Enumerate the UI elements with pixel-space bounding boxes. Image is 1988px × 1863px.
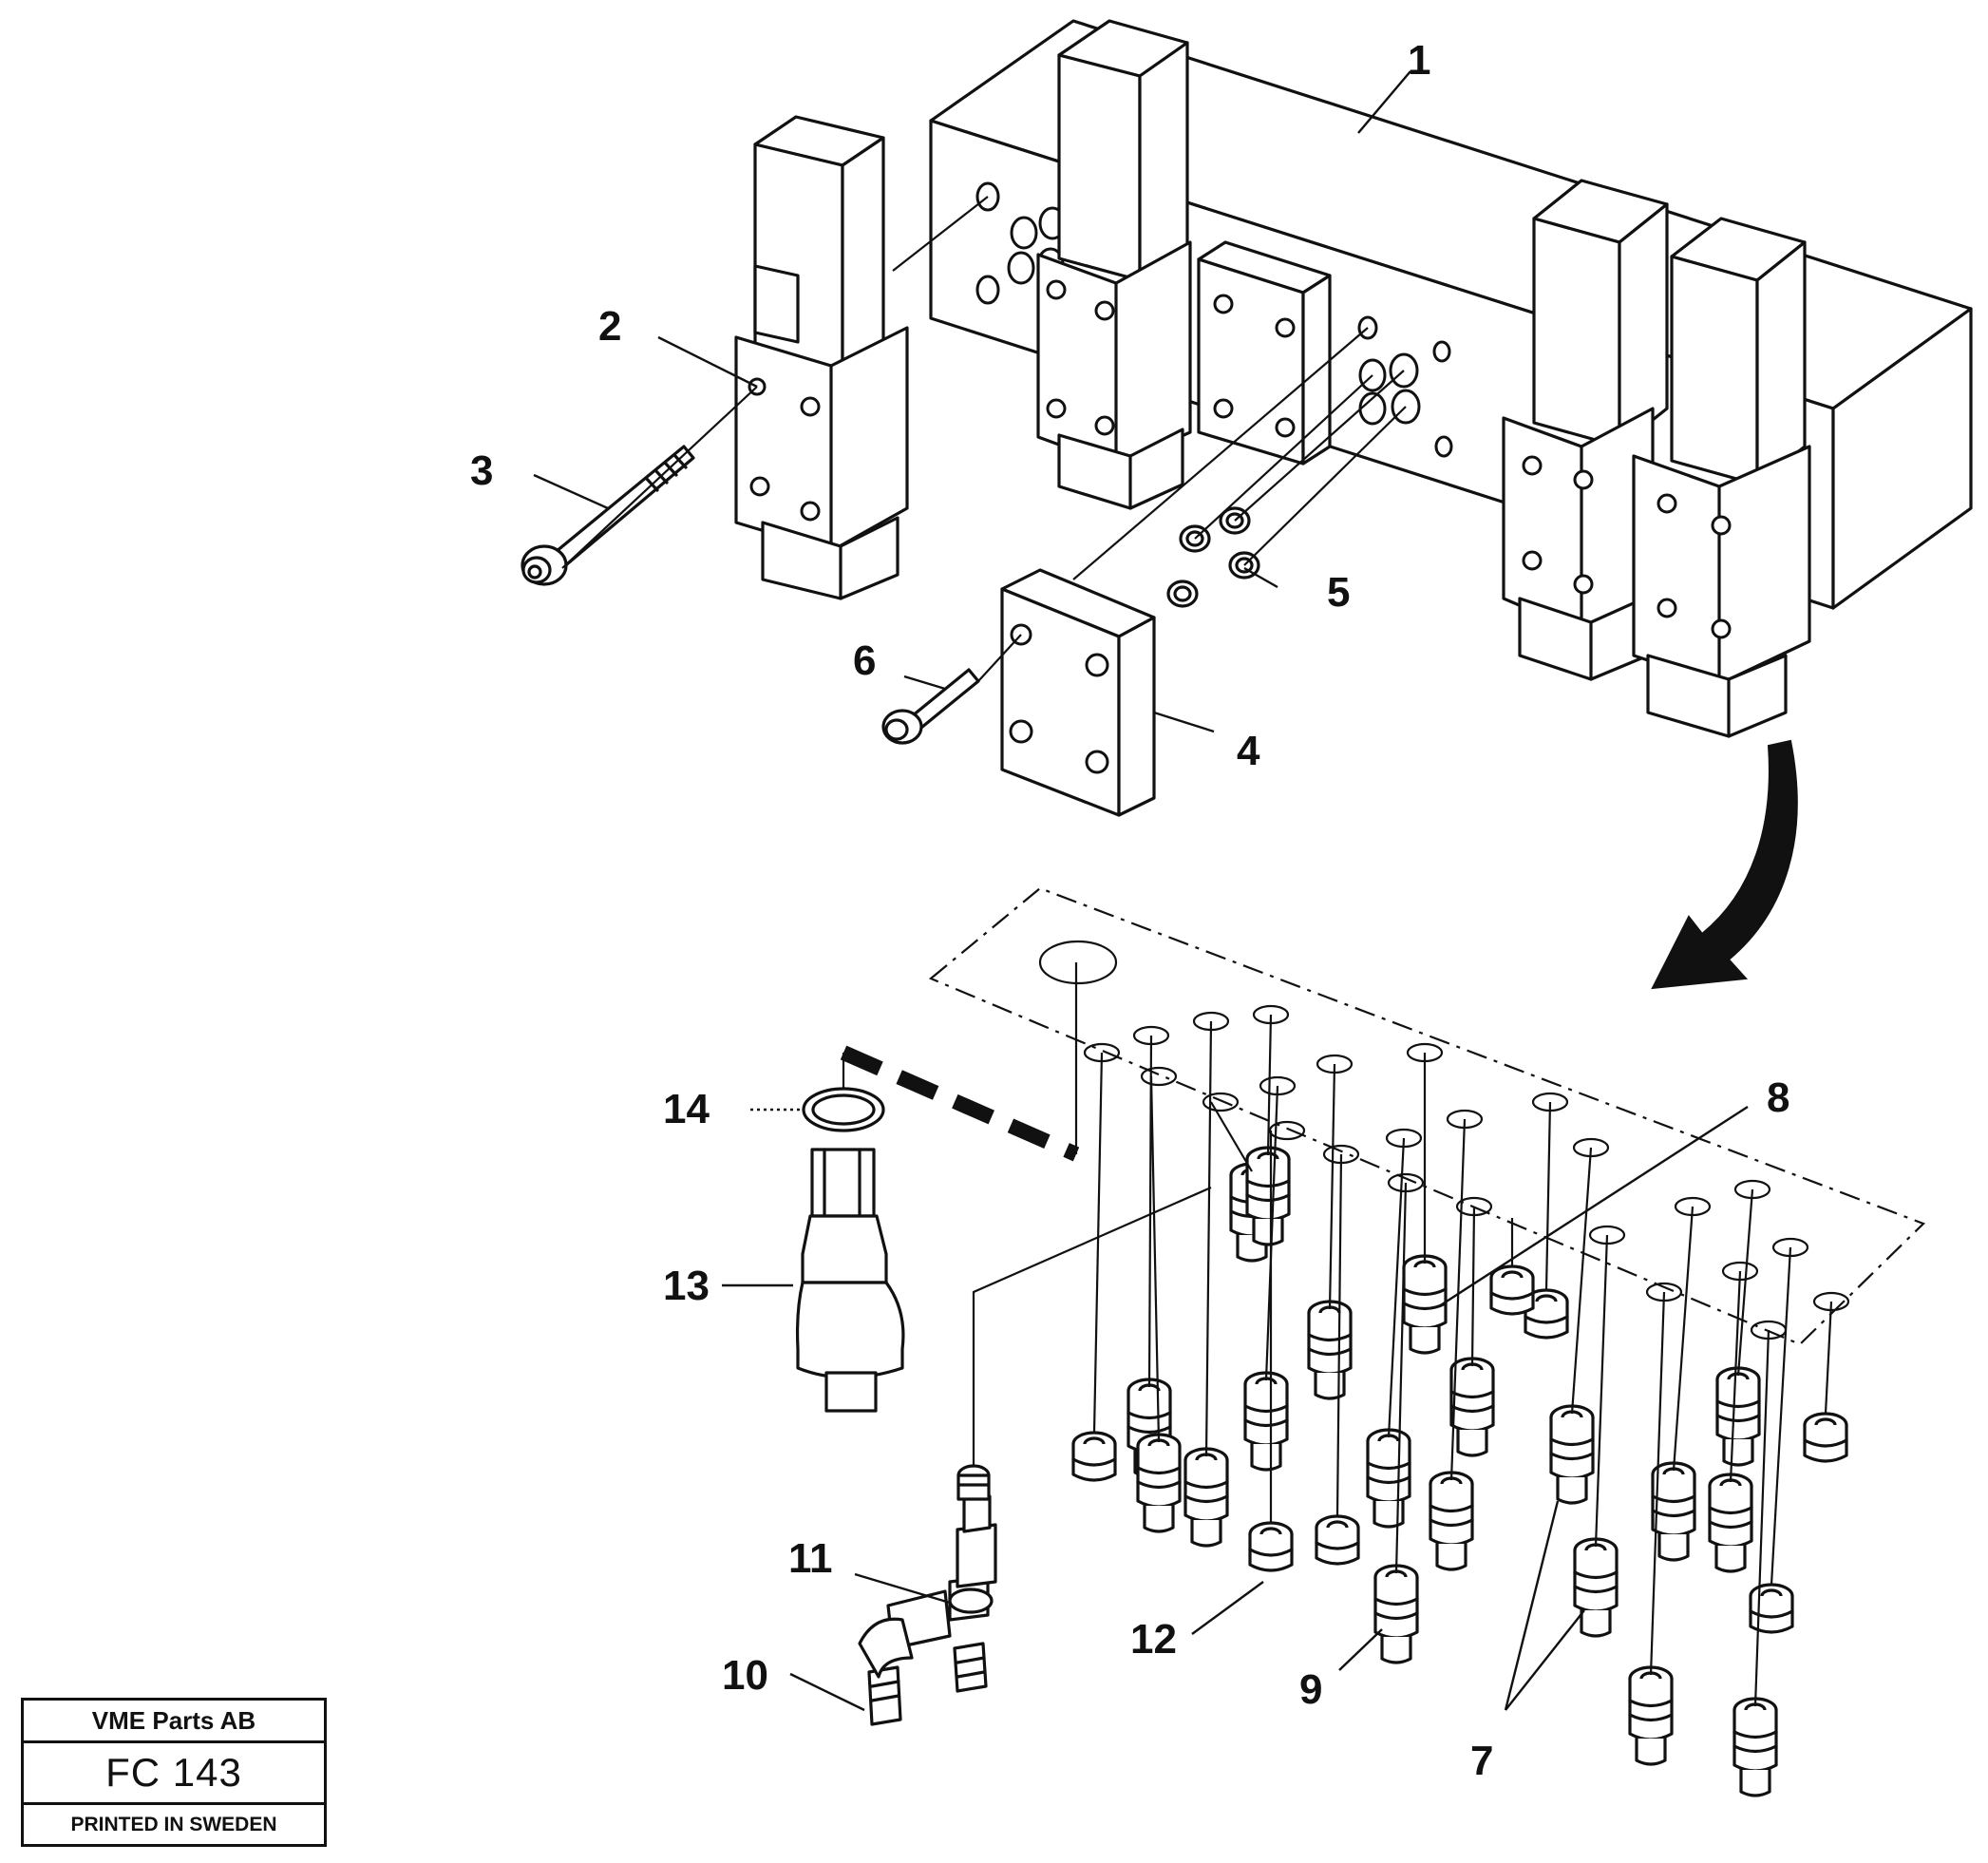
check-valve [1366,1428,1411,1529]
plug [1749,1583,1794,1634]
callout-1: 1 [1408,37,1430,84]
cover-plate-mounted [1197,240,1332,466]
plug [1803,1412,1848,1463]
figure-code: FC 143 [24,1743,324,1805]
assembly-line [1149,1075,1161,1443]
assembly-line [1649,1291,1666,1676]
check-valve [1183,1447,1229,1548]
check-valve [1651,1461,1696,1562]
assembly-line [1736,1188,1754,1377]
assembly-line [1387,1137,1406,1438]
check-valve [1373,1564,1419,1664]
assembly-line [1672,1206,1695,1472]
callout-5: 5 [1327,569,1350,616]
callout-9: 9 [1299,1666,1322,1713]
check-valve [1402,1254,1448,1355]
check-valve [1715,1366,1761,1467]
assembly-line [1210,1101,1253,1172]
check-valve [1449,1357,1495,1457]
printed-note: PRINTED IN SWEDEN [70,1814,277,1835]
check-valve [1732,1697,1778,1797]
callout-13: 13 [663,1263,710,1309]
assembly-line [1570,1147,1593,1415]
assembly-line [1394,1182,1408,1574]
assembly-line [1729,1270,1742,1483]
company-name: VME Parts AB [24,1701,324,1743]
plug [1489,1264,1535,1316]
assembly-line [1824,1301,1833,1415]
callout-leaders [533,70,1749,1712]
pressure-sensor [795,1087,905,1413]
callout-14: 14 [663,1086,710,1132]
nipple-fitting [956,1464,991,1501]
callout-2: 2 [598,303,621,350]
plug [1524,1288,1569,1340]
assembly-line [1449,1118,1467,1481]
callout-10: 10 [722,1652,768,1699]
fitting-assembly-lines [1092,1014,1833,1707]
assembly-line [1328,1063,1336,1310]
plug [1071,1431,1117,1482]
callout-11: 11 [788,1535,833,1582]
check-valve [1549,1404,1595,1505]
callout-12: 12 [1130,1616,1177,1663]
plug [1315,1514,1360,1566]
solenoid-valve-center [1036,19,1192,510]
callout-labels: 1 2 3 4 5 6 7 8 9 10 11 12 13 14 [470,37,1789,1784]
assembly-line [1470,1206,1476,1367]
assembly-line [1335,1153,1343,1517]
title-block: VME Parts AB FC 143 PRINTED IN SWEDEN [21,1698,327,1847]
check-valve [1573,1537,1619,1638]
callout-6: 6 [853,637,876,684]
assembly-line [1092,1052,1104,1434]
assembly-lines-top [561,196,1407,682]
long-screw [521,445,695,586]
solenoid-valve-left [734,115,909,600]
check-valve [1708,1473,1753,1573]
callout-8: 8 [1767,1074,1789,1121]
check-valve [1136,1433,1182,1533]
solenoid-valve-right-1 [1502,179,1669,681]
assembly-line [1266,1014,1273,1156]
check-valves [1071,1146,1848,1797]
solenoid-valve-right-2 [1632,217,1811,738]
assembly-line [1753,1329,1770,1707]
tee-fitting [858,1494,997,1726]
check-valve [1307,1300,1353,1400]
check-valve [1243,1371,1289,1472]
assembly-line [1204,1020,1213,1457]
assembly-line [1594,1234,1609,1548]
short-screw [881,668,980,745]
assembly-line [1770,1246,1792,1586]
callout-4: 4 [1237,728,1260,774]
check-valve [1628,1665,1674,1766]
callout-7: 7 [1470,1738,1493,1784]
cover-plate [1000,568,1156,817]
callout-3: 3 [470,447,493,494]
check-valve [1429,1471,1474,1571]
check-valve [1245,1146,1291,1246]
curved-arrow [1651,739,1798,990]
plug [1248,1521,1294,1572]
heavy-dashed-line [840,962,1080,1162]
assembly-line [1544,1101,1552,1291]
